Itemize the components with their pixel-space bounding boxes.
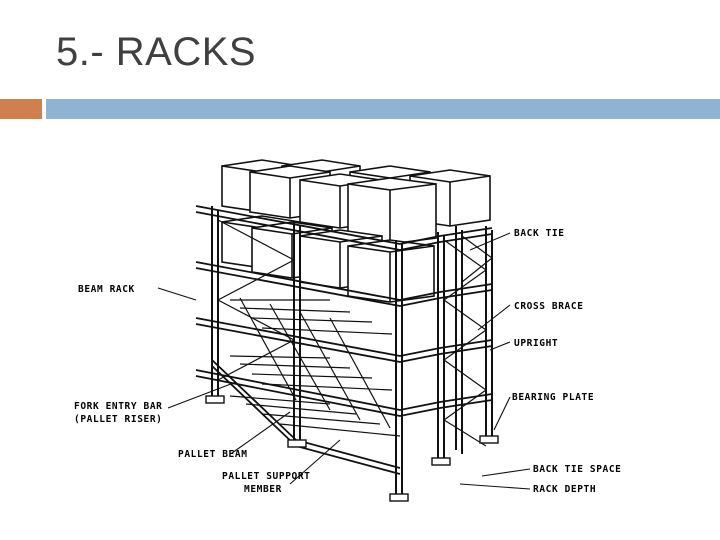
label-beam-rack: BEAM RACK [78,284,135,295]
label-cross-brace: CROSS BRACE [514,301,584,312]
label-bearing-plate: BEARING PLATE [512,392,594,403]
label-pallet-support-member: MEMBER [244,484,282,495]
label-rack-depth: RACK DEPTH [533,484,596,495]
label-pallet-riser: (PALLET RISER) [74,414,162,425]
label-fork-entry-bar: FORK ENTRY BAR [74,401,162,412]
label-back-tie: BACK TIE [514,228,565,239]
label-upright: UPRIGHT [514,338,558,349]
label-back-tie-space: BACK TIE SPACE [533,464,621,475]
label-pallet-support: PALLET SUPPORT [222,471,310,482]
pallet-supports [230,298,400,436]
label-pallet-beam: PALLET BEAM [178,449,248,460]
